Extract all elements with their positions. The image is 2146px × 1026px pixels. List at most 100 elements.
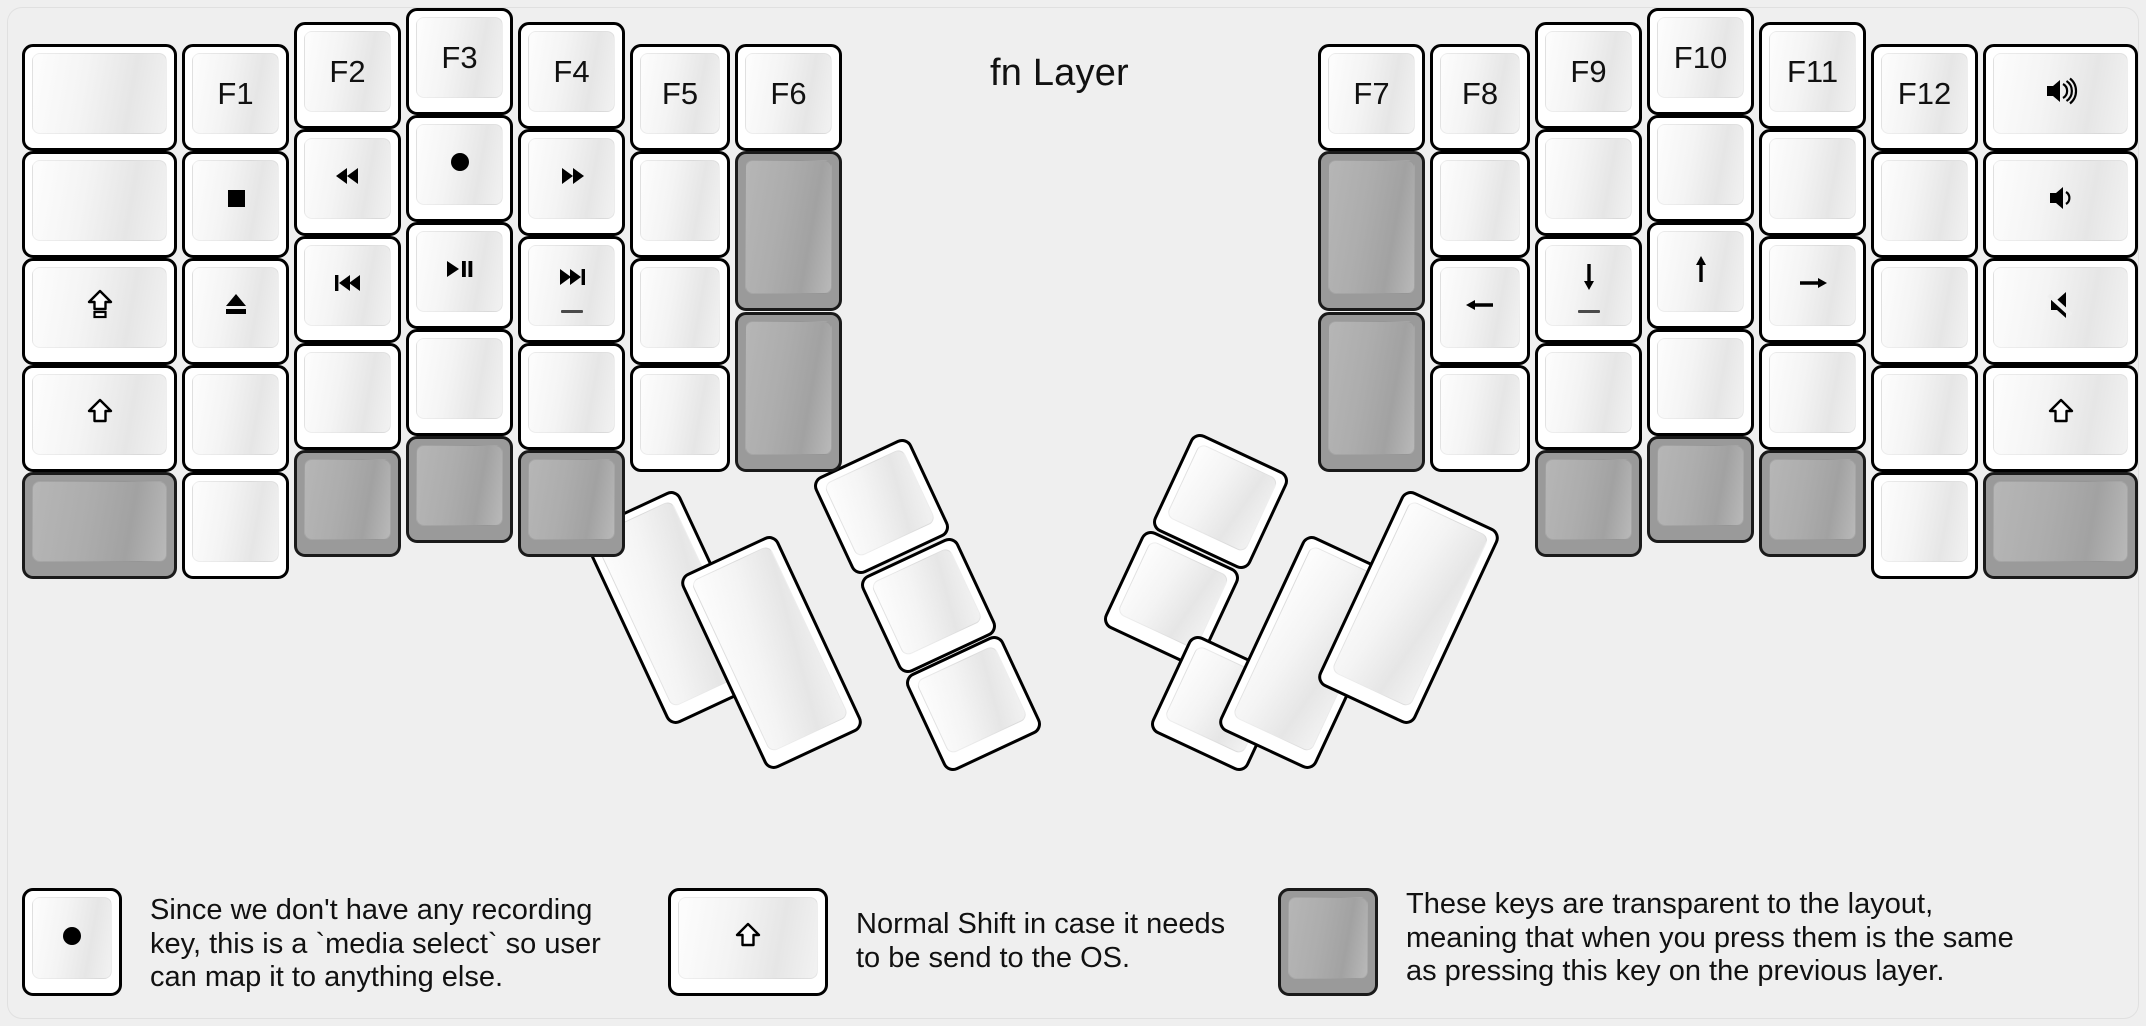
- key-media-prev-track[interactable]: [294, 236, 401, 343]
- media-fast-forward-icon: [552, 158, 592, 200]
- key-media-play-pause[interactable]: [406, 222, 513, 329]
- legend-text-1: Since we don't have any recording key, t…: [150, 894, 601, 994]
- key-blank-l3r4[interactable]: [294, 343, 401, 450]
- keycap-face: [1545, 352, 1632, 433]
- key-trns-l3r5[interactable]: [294, 450, 401, 557]
- key-blank-r4r2[interactable]: [1647, 115, 1754, 222]
- keycap-face: [1769, 138, 1856, 219]
- key-volume-up[interactable]: [1983, 44, 2138, 151]
- key-media-eject[interactable]: [182, 258, 289, 365]
- key-blank-l1r1[interactable]: [22, 44, 177, 151]
- key-blank-r3r4[interactable]: [1535, 343, 1642, 450]
- key-arrow-down[interactable]: [1535, 236, 1642, 343]
- keycap-face: [192, 481, 279, 562]
- keycap-face: F11: [1769, 31, 1856, 112]
- keycap-face: [745, 160, 832, 294]
- key-trns-l7r2[interactable]: [735, 151, 842, 311]
- keycap-face: [528, 352, 615, 433]
- key-blank-l6r2[interactable]: [630, 151, 730, 258]
- key-label: F6: [770, 76, 807, 111]
- key-shift-left[interactable]: [22, 365, 177, 472]
- key-media-stop[interactable]: [182, 151, 289, 258]
- key-arrow-right[interactable]: [1759, 236, 1866, 343]
- key-f2[interactable]: F2: [294, 22, 401, 129]
- key-volume-down[interactable]: [1983, 151, 2138, 258]
- key-capslock[interactable]: [22, 258, 177, 365]
- key-trns-r5r5[interactable]: [1759, 450, 1866, 557]
- key-blank-l6r4[interactable]: [630, 365, 730, 472]
- media-stop-icon: [216, 180, 256, 222]
- keycap-face: [32, 897, 112, 979]
- key-media-next-track[interactable]: [518, 236, 625, 343]
- key-blank-r6r5[interactable]: [1871, 472, 1978, 579]
- key-blank-l1r2[interactable]: [22, 151, 177, 258]
- key-volume-mute[interactable]: [1983, 258, 2138, 365]
- keycap-face: [1993, 160, 2128, 241]
- key-arrow-left[interactable]: [1430, 258, 1530, 365]
- key-blank-l2r5[interactable]: [182, 472, 289, 579]
- arrow-right-icon: [1793, 265, 1833, 307]
- key-f5[interactable]: F5: [630, 44, 730, 151]
- key-trns-r7r5[interactable]: [1983, 472, 2138, 579]
- key-f4[interactable]: F4: [518, 22, 625, 129]
- key-label: F9: [1570, 54, 1607, 89]
- key-trns-l4r5[interactable]: [406, 436, 513, 543]
- key-f8[interactable]: F8: [1430, 44, 1530, 151]
- key-f3[interactable]: F3: [406, 8, 513, 115]
- key-f12[interactable]: F12: [1871, 44, 1978, 151]
- keycap-face: [192, 267, 279, 348]
- keycap-face: F10: [1657, 17, 1744, 98]
- key-blank-r6r4[interactable]: [1871, 365, 1978, 472]
- key-media-fast-forward[interactable]: [518, 129, 625, 236]
- keycap-face: [416, 338, 503, 419]
- key-trns-l5r5[interactable]: [518, 450, 625, 557]
- keycap-face: [304, 138, 391, 219]
- key-blank-r5r2[interactable]: [1759, 129, 1866, 236]
- key-blank-l6r3[interactable]: [630, 258, 730, 365]
- key-blank-r6r2[interactable]: [1871, 151, 1978, 258]
- key-trns-l7r3[interactable]: [735, 312, 842, 472]
- key-blank-r2r2[interactable]: [1430, 151, 1530, 258]
- key-blank-r6r3[interactable]: [1871, 258, 1978, 365]
- keycap-face: [528, 138, 615, 219]
- key-trns-r3r5[interactable]: [1535, 450, 1642, 557]
- key-blank-r4r4[interactable]: [1647, 329, 1754, 436]
- keycap-face: [640, 160, 720, 241]
- keycap-face: [1881, 160, 1968, 241]
- key-media-rewind[interactable]: [294, 129, 401, 236]
- keycap-face: [192, 160, 279, 241]
- key-arrow-up[interactable]: [1647, 222, 1754, 329]
- key-f9[interactable]: F9: [1535, 22, 1642, 129]
- media-play-pause-icon: [440, 251, 480, 293]
- keycap-face: [1545, 138, 1632, 219]
- legend-text-3: These keys are transparent to the layout…: [1406, 888, 2014, 988]
- key-blank-l4r4[interactable]: [406, 329, 513, 436]
- key-trns-l1r5[interactable]: [22, 472, 177, 579]
- key-f10[interactable]: F10: [1647, 8, 1754, 115]
- key-shift-right[interactable]: [1983, 365, 2138, 472]
- legend-sample-key-2: [668, 888, 828, 996]
- key-blank-l2r4[interactable]: [182, 365, 289, 472]
- page-title: fn Layer: [990, 52, 1129, 94]
- key-blank-r3r2[interactable]: [1535, 129, 1642, 236]
- key-blank-r5r4[interactable]: [1759, 343, 1866, 450]
- key-f1[interactable]: F1: [182, 44, 289, 151]
- keycap-face: F1: [192, 53, 279, 134]
- keycap-face: F12: [1881, 53, 1968, 134]
- key-blank-l5r4[interactable]: [518, 343, 625, 450]
- key-blank-r2r4[interactable]: [1430, 365, 1530, 472]
- key-trns-r1r3[interactable]: [1318, 312, 1425, 472]
- key-trns-r1r2[interactable]: [1318, 151, 1425, 311]
- key-trns-r4r5[interactable]: [1647, 436, 1754, 543]
- media-eject-icon: [216, 287, 256, 329]
- key-f7[interactable]: F7: [1318, 44, 1425, 151]
- keycap-face: [1657, 338, 1744, 419]
- key-underline-marker: [560, 309, 583, 313]
- keycap-face: [640, 374, 720, 455]
- key-f6[interactable]: F6: [735, 44, 842, 151]
- key-f11[interactable]: F11: [1759, 22, 1866, 129]
- caps-lock-icon: [80, 287, 120, 329]
- keycap-face: [1545, 459, 1632, 540]
- key-label: F7: [1353, 76, 1390, 111]
- key-media-record[interactable]: [406, 115, 513, 222]
